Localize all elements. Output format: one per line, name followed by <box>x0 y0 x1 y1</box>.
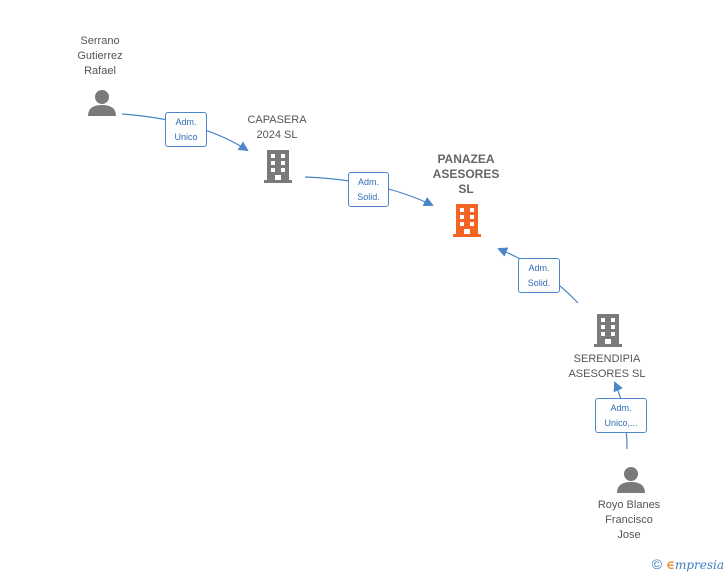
edge-label-royo-serendipia[interactable]: Adm. Unico,... <box>595 398 647 433</box>
edge-label-line1: Adm. <box>357 177 379 187</box>
node-label-serrano[interactable]: Serrano Gutierrez Rafael <box>77 35 123 77</box>
brand-initial: ∈ <box>666 558 675 572</box>
empresia-watermark: ©∈mpresia <box>652 556 724 572</box>
brand-name: mpresia <box>674 558 724 572</box>
edge-label-line2: Solid. <box>527 278 551 288</box>
node-label-panazea[interactable]: PANAZEA ASESORES SL <box>432 152 500 196</box>
edge-label-line2: Unico,... <box>604 418 638 428</box>
copyright-icon: © <box>651 556 663 572</box>
edge-label-capasera-panazea[interactable]: Adm. Solid. <box>348 172 389 207</box>
edge-label-serendipia-panazea[interactable]: Adm. Solid. <box>518 258 560 293</box>
building-icon <box>264 150 292 183</box>
node-label-serendipia[interactable]: SERENDIPIA ASESORES SL <box>568 353 646 380</box>
edge-label-line1: Adm. <box>528 263 550 273</box>
building-icon-main <box>453 204 481 237</box>
node-label-royo[interactable]: Royo Blanes Francisco Jose <box>597 499 661 541</box>
edge-label-line2: Unico <box>174 132 198 142</box>
edge-label-line2: Solid. <box>357 192 380 202</box>
node-label-capasera[interactable]: CAPASERA 2024 SL <box>247 114 307 141</box>
building-icon <box>594 314 622 347</box>
person-icon <box>617 467 645 493</box>
edge-label-serrano-capasera[interactable]: Adm. Unico <box>165 112 207 147</box>
person-icon <box>88 90 116 116</box>
edge-label-line1: Adm. <box>610 403 632 413</box>
edge-label-line1: Adm. <box>175 117 197 127</box>
